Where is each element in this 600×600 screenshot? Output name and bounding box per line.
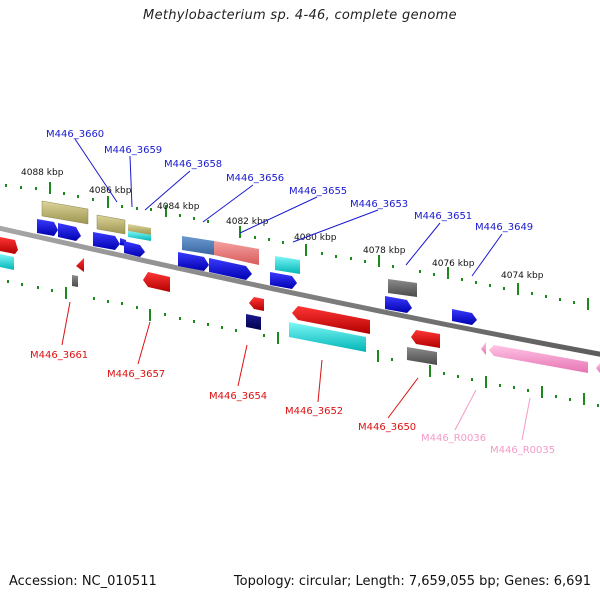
gene-arrow-blue-7[interactable] <box>209 258 252 280</box>
gene-label-m446-3660[interactable]: M446_3660 <box>46 129 104 140</box>
gene-box-navy[interactable] <box>246 314 261 330</box>
gene-arrow-red-small-1[interactable] <box>76 258 84 272</box>
gene-box-gray-1[interactable] <box>388 279 417 297</box>
gene-box-gray-2[interactable] <box>407 347 437 365</box>
gene-box-cyan-long[interactable] <box>289 322 366 352</box>
gene-label-m446-3651[interactable]: M446_3651 <box>414 211 472 222</box>
top-leader-lines <box>74 138 503 277</box>
scale-label-4074: 4074 kbp <box>501 271 544 281</box>
forward-gene-row <box>0 219 477 325</box>
gene-box-olive-2[interactable] <box>96 214 126 235</box>
gene-arrow-blue-8[interactable] <box>270 272 297 289</box>
genome-backbone <box>0 225 600 357</box>
rna-arrow-pink-long[interactable] <box>489 345 588 373</box>
gene-arrow-blue-9[interactable] <box>385 296 412 313</box>
map-title: Methylobacterium sp. 4-46, complete geno… <box>143 8 457 23</box>
gene-arrow-red-3[interactable] <box>249 297 264 311</box>
upper-feature-row <box>0 200 417 297</box>
gene-box-steel[interactable] <box>182 236 214 255</box>
gene-arrow-blue-5[interactable] <box>124 241 145 257</box>
rna-arrow-pink-small[interactable] <box>481 342 486 355</box>
gene-label-m446-3655[interactable]: M446_3655 <box>289 186 347 197</box>
gene-label-m446-3650[interactable]: M446_3650 <box>358 422 416 433</box>
gene-box-gray-small[interactable] <box>72 275 78 287</box>
gene-label-m446-3661[interactable]: M446_3661 <box>30 350 88 361</box>
gene-label-m446-3658[interactable]: M446_3658 <box>164 159 222 170</box>
gene-arrow-red-edge[interactable] <box>0 237 18 254</box>
gene-label-m446-3659[interactable]: M446_3659 <box>104 145 162 156</box>
scale-label-4082: 4082 kbp <box>226 217 269 227</box>
rna-label-m446-r0035[interactable]: M446_R0035 <box>490 445 555 456</box>
topology-text: Topology: circular; Length: 7,659,055 bp… <box>233 574 591 589</box>
scale-label-4084: 4084 kbp <box>157 202 200 212</box>
upper-tick-track <box>5 182 589 310</box>
gene-arrow-blue-1[interactable] <box>37 219 58 236</box>
gene-label-m446-3653[interactable]: M446_3653 <box>350 199 408 210</box>
gene-label-m446-3657[interactable]: M446_3657 <box>107 369 165 380</box>
scale-label-4078: 4078 kbp <box>363 246 406 256</box>
gene-arrow-blue-10[interactable] <box>452 309 477 325</box>
gene-box-cyan-edge[interactable] <box>0 254 14 270</box>
scale-label-4086: 4086 kbp <box>89 186 132 196</box>
gene-box-salmon[interactable] <box>214 241 259 265</box>
scale-label-4080: 4080 kbp <box>294 233 337 243</box>
gene-label-m446-3656[interactable]: M446_3656 <box>226 173 284 184</box>
reverse-gene-row <box>72 258 600 373</box>
scale-label-4088: 4088 kbp <box>21 168 64 178</box>
gene-arrow-red-2[interactable] <box>143 272 170 292</box>
gene-arrow-red-4[interactable] <box>411 330 440 348</box>
gene-label-m446-3654[interactable]: M446_3654 <box>209 391 267 402</box>
gene-arrow-blue-2[interactable] <box>58 223 81 241</box>
gene-box-cyan-2[interactable] <box>275 256 300 274</box>
gene-label-m446-3649[interactable]: M446_3649 <box>475 222 533 233</box>
rna-label-m446-r0036[interactable]: M446_R0036 <box>421 433 486 444</box>
scale-label-4076: 4076 kbp <box>432 259 475 269</box>
bottom-leader-lines <box>61 301 419 419</box>
rna-leader-lines <box>454 389 531 441</box>
accession-text: Accession: NC_010511 <box>9 574 157 589</box>
gene-arrow-red-long[interactable] <box>292 306 370 334</box>
gene-arrow-blue-3[interactable] <box>93 232 120 250</box>
gene-box-olive-3[interactable] <box>128 224 151 235</box>
gene-box-olive-1[interactable] <box>41 200 89 225</box>
lower-tick-track <box>7 280 599 407</box>
gene-box-cyan-1[interactable] <box>128 231 151 241</box>
rna-arrow-pink-edge[interactable] <box>596 363 600 373</box>
gene-label-m446-3652[interactable]: M446_3652 <box>285 406 343 417</box>
gene-arrow-blue-6[interactable] <box>178 252 209 271</box>
